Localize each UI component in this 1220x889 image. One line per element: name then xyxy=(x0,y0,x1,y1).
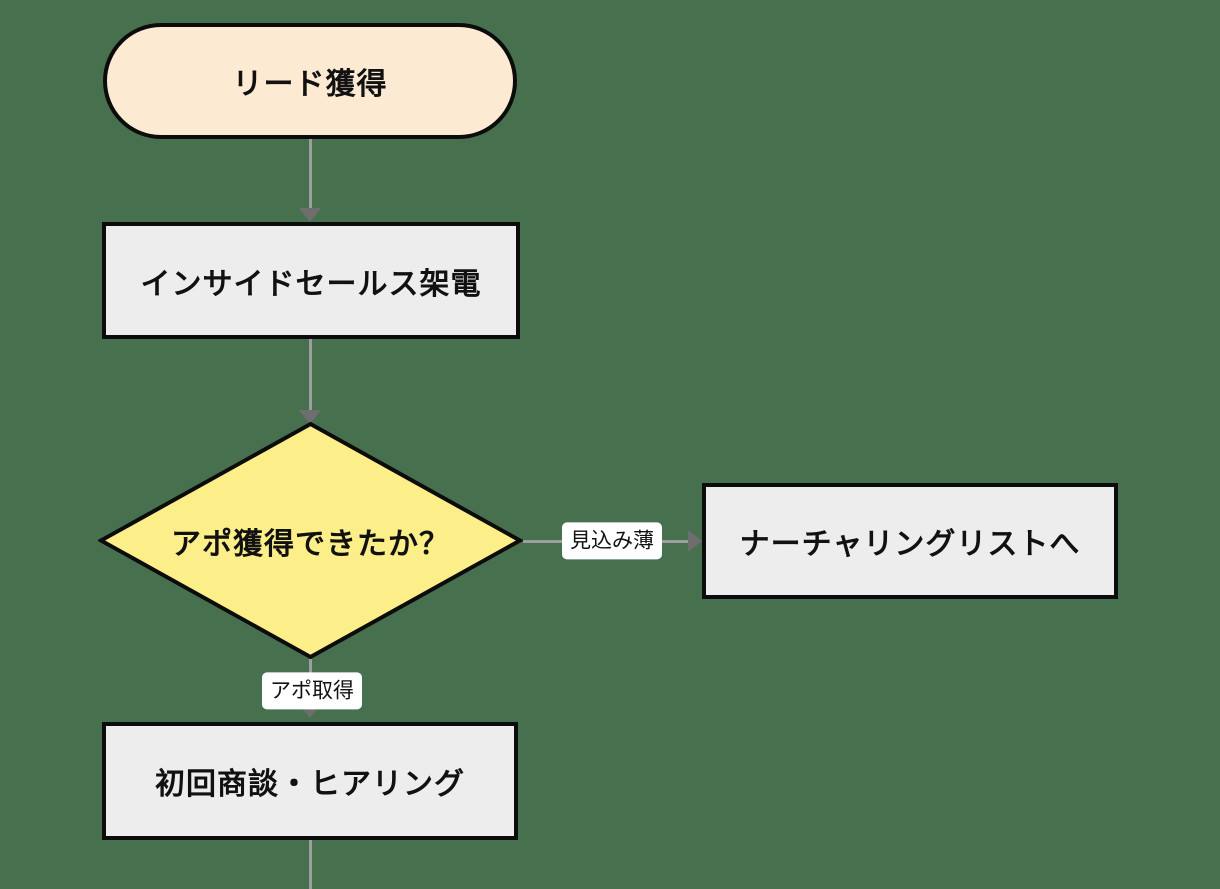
node-first-meeting-hearing: 初回商談・ヒアリング xyxy=(102,722,518,840)
edge-label-low-prospect: 見込み薄 xyxy=(562,522,662,560)
node-first-meeting-hearing-label: 初回商談・ヒアリング xyxy=(155,768,465,801)
edge-meeting-offscreen xyxy=(309,840,312,889)
node-decision-appointment: アポ獲得できたか？ xyxy=(98,421,523,660)
node-nurturing-list-label: ナーチャリングリストへ xyxy=(739,528,1081,561)
edge-call-to-decision-arrowhead xyxy=(299,410,321,424)
node-lead-acquisition-label: リード獲得 xyxy=(232,68,388,101)
node-lead-acquisition: リード獲得 xyxy=(103,23,517,139)
node-decision-appointment-label: アポ獲得できたか？ xyxy=(171,527,450,561)
edge-lead-to-call xyxy=(309,139,312,210)
edge-lead-to-call-arrowhead xyxy=(299,208,321,222)
node-inside-sales-call-label: インサイドセールス架電 xyxy=(140,267,482,301)
decision-diamond-shape xyxy=(98,421,523,660)
edge-label-appointment-obtained: アポ取得 xyxy=(262,672,362,710)
node-nurturing-list: ナーチャリングリストへ xyxy=(702,483,1118,599)
edge-decision-to-nurturing-arrowhead xyxy=(688,530,702,552)
edge-call-to-decision xyxy=(309,339,312,411)
node-inside-sales-call: インサイドセールス架電 xyxy=(102,222,520,339)
